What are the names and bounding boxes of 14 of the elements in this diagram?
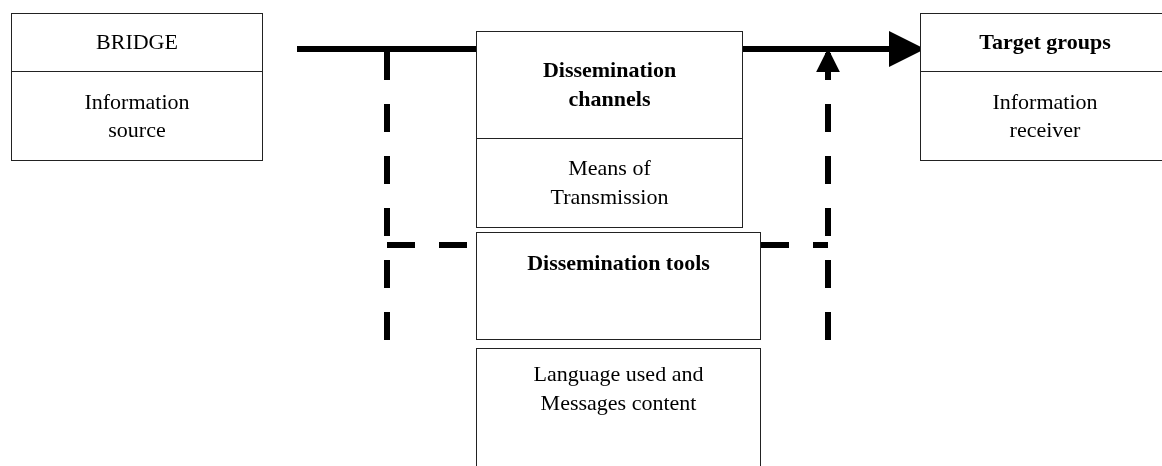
box-heading: BRIDGE xyxy=(96,28,178,57)
box-text: Information source xyxy=(83,87,191,145)
content-box xyxy=(476,348,761,466)
source-box xyxy=(11,13,263,161)
connector-line xyxy=(297,46,476,52)
box-heading: Dissemination channels xyxy=(541,56,678,113)
box-heading: Dissemination tools xyxy=(527,248,710,277)
box-text: Means of Transmission xyxy=(549,154,670,211)
tools-box xyxy=(476,232,761,340)
box-heading: Language used and Messages content xyxy=(532,360,705,417)
box-text: Information receiver xyxy=(991,87,1099,145)
box-heading: Target groups xyxy=(979,28,1111,57)
target-box xyxy=(920,13,1162,161)
channels-box xyxy=(476,31,743,228)
